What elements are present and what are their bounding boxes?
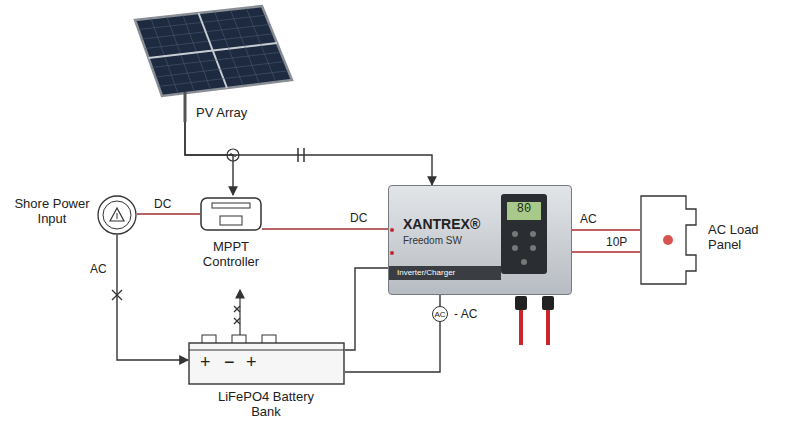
ac-load-panel: AC Load Panel — [640, 195, 698, 285]
node-label: LiFePO4 Battery Bank — [216, 390, 316, 420]
connector-label: DC — [152, 197, 173, 211]
battery-bank: +−+LiFePO4 Battery Bank — [188, 335, 345, 385]
connector — [572, 251, 640, 252]
solar-panel — [135, 6, 292, 96]
ac-load-panel-outline — [640, 195, 698, 285]
shore-power-inlet: Shore Power Input — [97, 195, 137, 235]
panel-cell-line — [214, 11, 243, 86]
terminal-sign: + — [246, 352, 257, 373]
shore-power-inlet-outline — [97, 195, 137, 235]
device-type: Inverter/Charger — [397, 268, 455, 277]
node-label: PV Array — [196, 106, 247, 121]
connector — [185, 122, 432, 185]
inverter-charger: XANTREX® Freedom SW 80Inverter/Charger — [388, 185, 572, 295]
mppt-controller-outline — [200, 195, 262, 232]
model-name: Freedom SW — [403, 235, 462, 247]
connector-label: AC — [578, 212, 599, 226]
connector-label: 10P — [604, 235, 629, 249]
panel-post — [184, 92, 187, 122]
panel-cell-line — [152, 52, 281, 67]
connector — [185, 122, 233, 195]
mppt-controller: MPPT Controller — [200, 195, 262, 232]
connector-label: DC — [348, 211, 369, 225]
panel-cell-line — [155, 62, 284, 78]
node-label: MPPT Controller — [186, 240, 276, 270]
node-label: Shore Power Input — [11, 197, 93, 227]
connector — [117, 235, 188, 360]
connector-label: - AC — [452, 307, 479, 321]
connector — [262, 228, 388, 229]
battery-bank-outline — [188, 335, 345, 385]
panel-cell-line — [230, 10, 259, 85]
lcd-reading: 80 — [507, 203, 541, 217]
terminal-sign: + — [200, 352, 211, 373]
node-label: AC Load Panel — [708, 223, 772, 253]
connector — [345, 295, 440, 372]
connector — [137, 213, 200, 214]
panel-cell-line — [246, 8, 276, 82]
connector — [572, 229, 640, 230]
charge-arrow — [234, 290, 244, 335]
pv-array: PV Array — [130, 5, 300, 122]
battery-cable — [515, 296, 554, 345]
panel-cell-line — [149, 43, 278, 58]
panel-cell-line — [159, 71, 289, 87]
terminal-sign: − — [224, 352, 235, 373]
ac-symbol: AC — [432, 306, 448, 322]
brand-name: XANTREX® — [403, 216, 480, 232]
connector-label: AC — [88, 262, 109, 276]
connector — [345, 268, 388, 350]
